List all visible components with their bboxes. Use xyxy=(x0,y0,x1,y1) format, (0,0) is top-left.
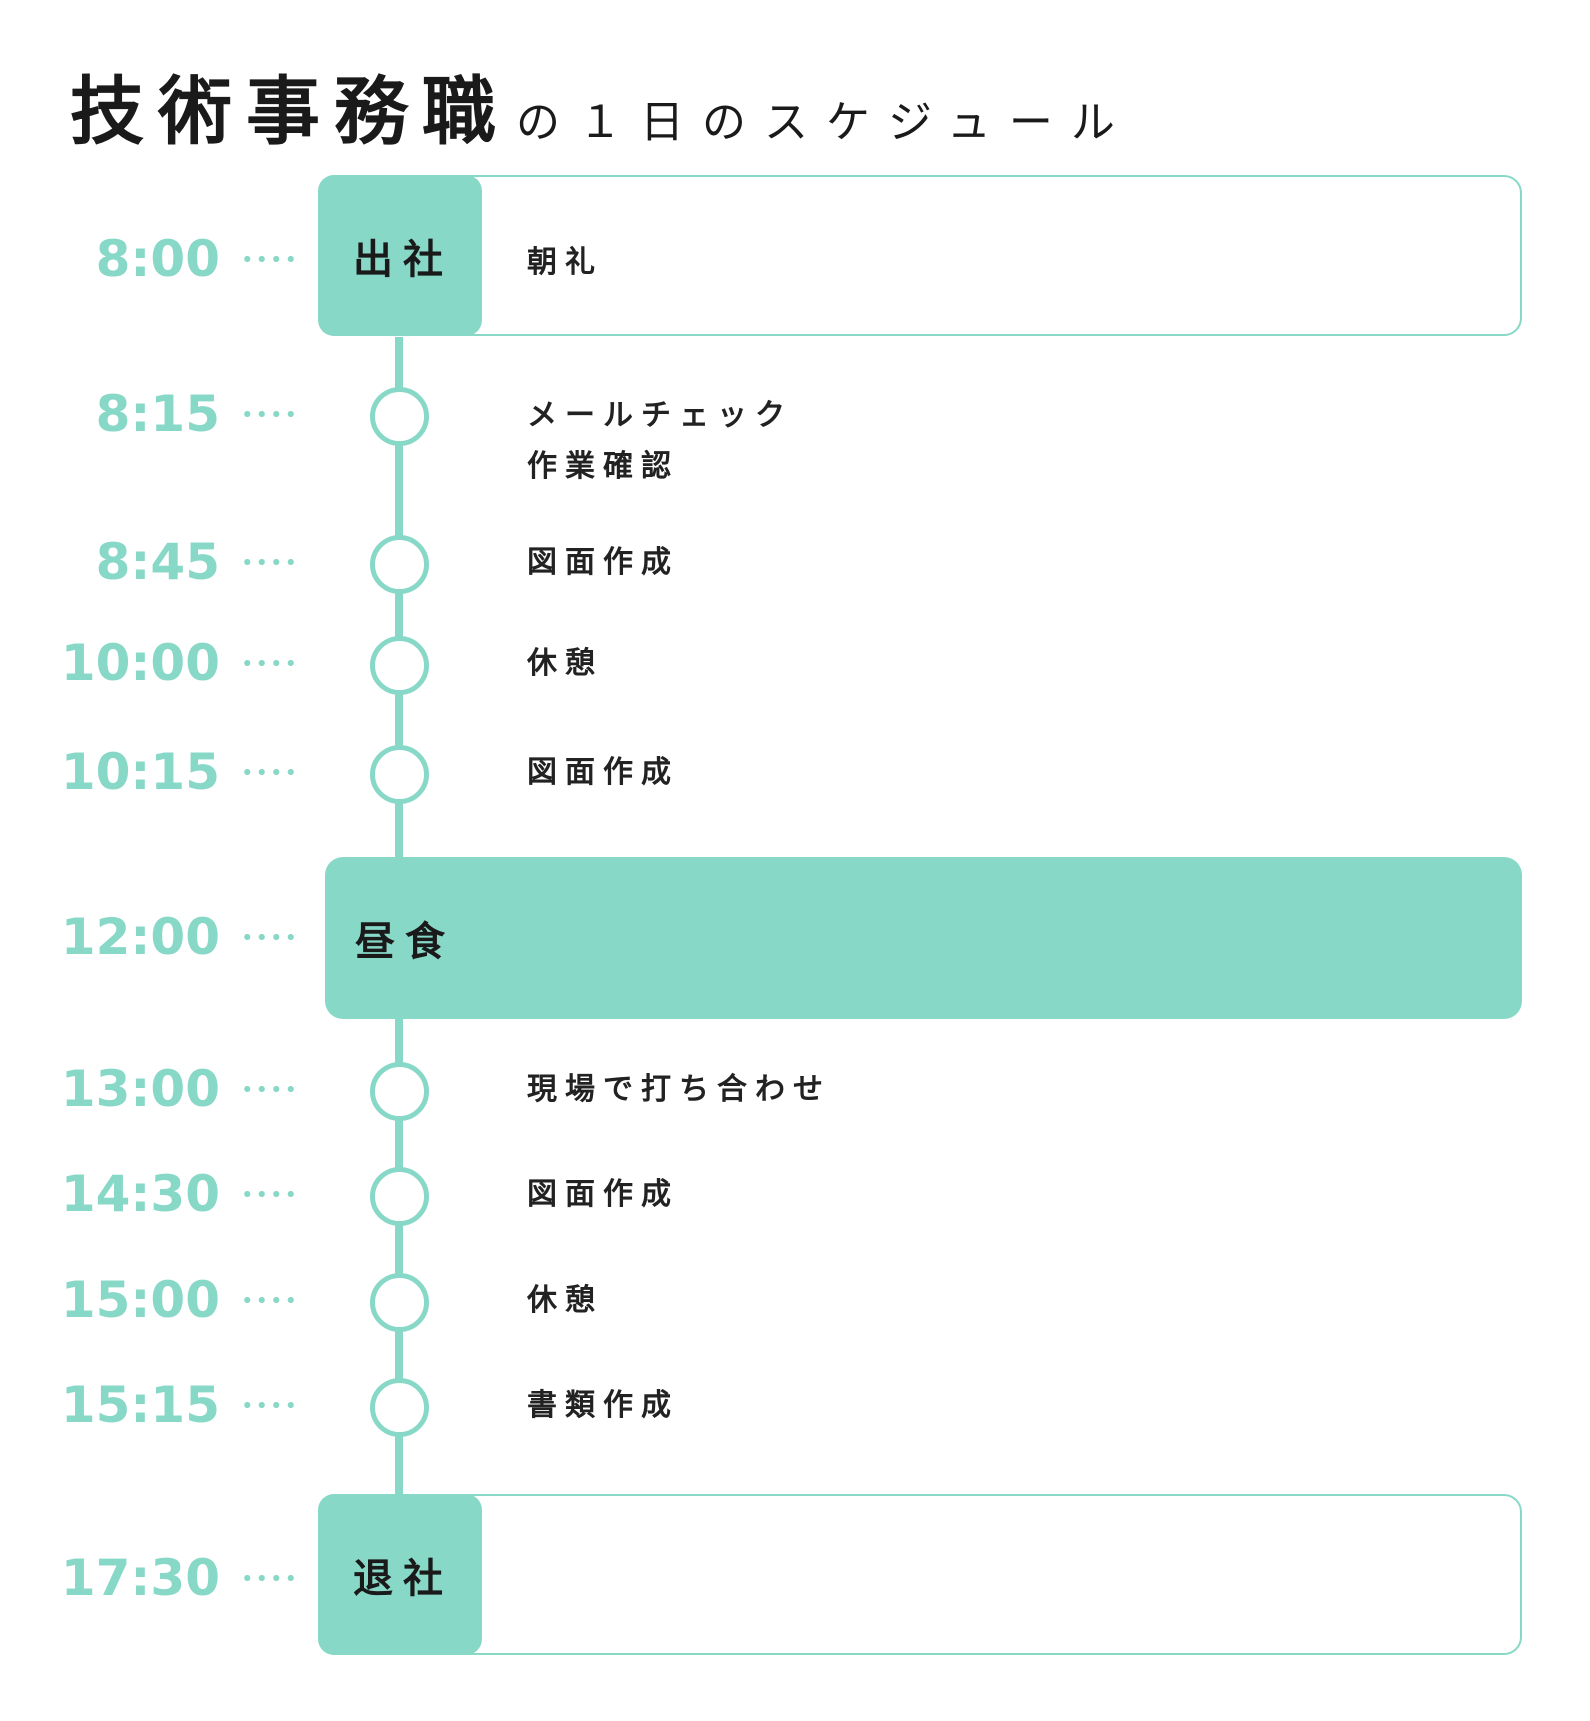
arrival-activity: 朝礼 xyxy=(527,245,603,280)
time-label: 15:00 xyxy=(60,1271,220,1329)
time-leader-dots xyxy=(240,1191,298,1197)
title-sub: の１日のスケジュール xyxy=(516,97,1133,148)
title-main: 技術事務職 xyxy=(70,69,510,155)
activity-label: 図面作成 xyxy=(527,1177,679,1212)
lunch-label: 昼食 xyxy=(355,919,455,965)
time-label: 13:00 xyxy=(60,1060,220,1118)
time-leader-dots xyxy=(240,660,298,666)
time-leader-dots xyxy=(240,769,298,775)
arrival-tag: 出社 xyxy=(318,175,482,336)
departure-card xyxy=(318,1494,1522,1655)
timeline-node xyxy=(370,535,429,594)
timeline-node xyxy=(370,636,429,695)
activity-label: 休憩 xyxy=(527,1283,603,1318)
time-label: 14:30 xyxy=(60,1165,220,1223)
time-leader-dots xyxy=(240,1402,298,1408)
time-label: 8:00 xyxy=(95,230,220,288)
activity-line: 作業確認 xyxy=(527,449,679,484)
activity-label: 書類作成 xyxy=(527,1388,679,1423)
time-leader-dots xyxy=(240,1575,298,1581)
timeline-node xyxy=(370,1167,429,1226)
timeline-line xyxy=(395,337,403,857)
lunch-block: 昼食 xyxy=(325,857,1522,1019)
activity-label: 休憩 xyxy=(527,646,603,681)
timeline-node xyxy=(370,1062,429,1121)
activity-label: 現場で打ち合わせ xyxy=(527,1072,831,1107)
time-leader-dots xyxy=(240,256,298,262)
activity-label: メールチェック 作業確認 xyxy=(527,390,793,492)
arrival-card xyxy=(318,175,1522,336)
time-label: 10:15 xyxy=(60,743,220,801)
time-leader-dots xyxy=(240,1297,298,1303)
activity-label: 図面作成 xyxy=(527,755,679,790)
time-label: 8:45 xyxy=(95,533,220,591)
time-label: 12:00 xyxy=(60,908,220,966)
time-leader-dots xyxy=(240,934,298,940)
time-leader-dots xyxy=(240,411,298,417)
time-label: 17:30 xyxy=(60,1549,220,1607)
activity-label: 図面作成 xyxy=(527,545,679,580)
timeline-node xyxy=(370,745,429,804)
timeline-line xyxy=(395,1019,403,1495)
time-label: 10:00 xyxy=(60,634,220,692)
activity-line: メールチェック xyxy=(527,398,793,433)
time-label: 15:15 xyxy=(60,1376,220,1434)
departure-tag: 退社 xyxy=(318,1494,482,1655)
time-leader-dots xyxy=(240,1086,298,1092)
time-leader-dots xyxy=(240,559,298,565)
page-title: 技術事務職の１日のスケジュール xyxy=(70,52,1133,159)
timeline-node xyxy=(370,1273,429,1332)
timeline-node xyxy=(370,1378,429,1437)
timeline-node xyxy=(370,387,429,446)
time-label: 8:15 xyxy=(95,385,220,443)
